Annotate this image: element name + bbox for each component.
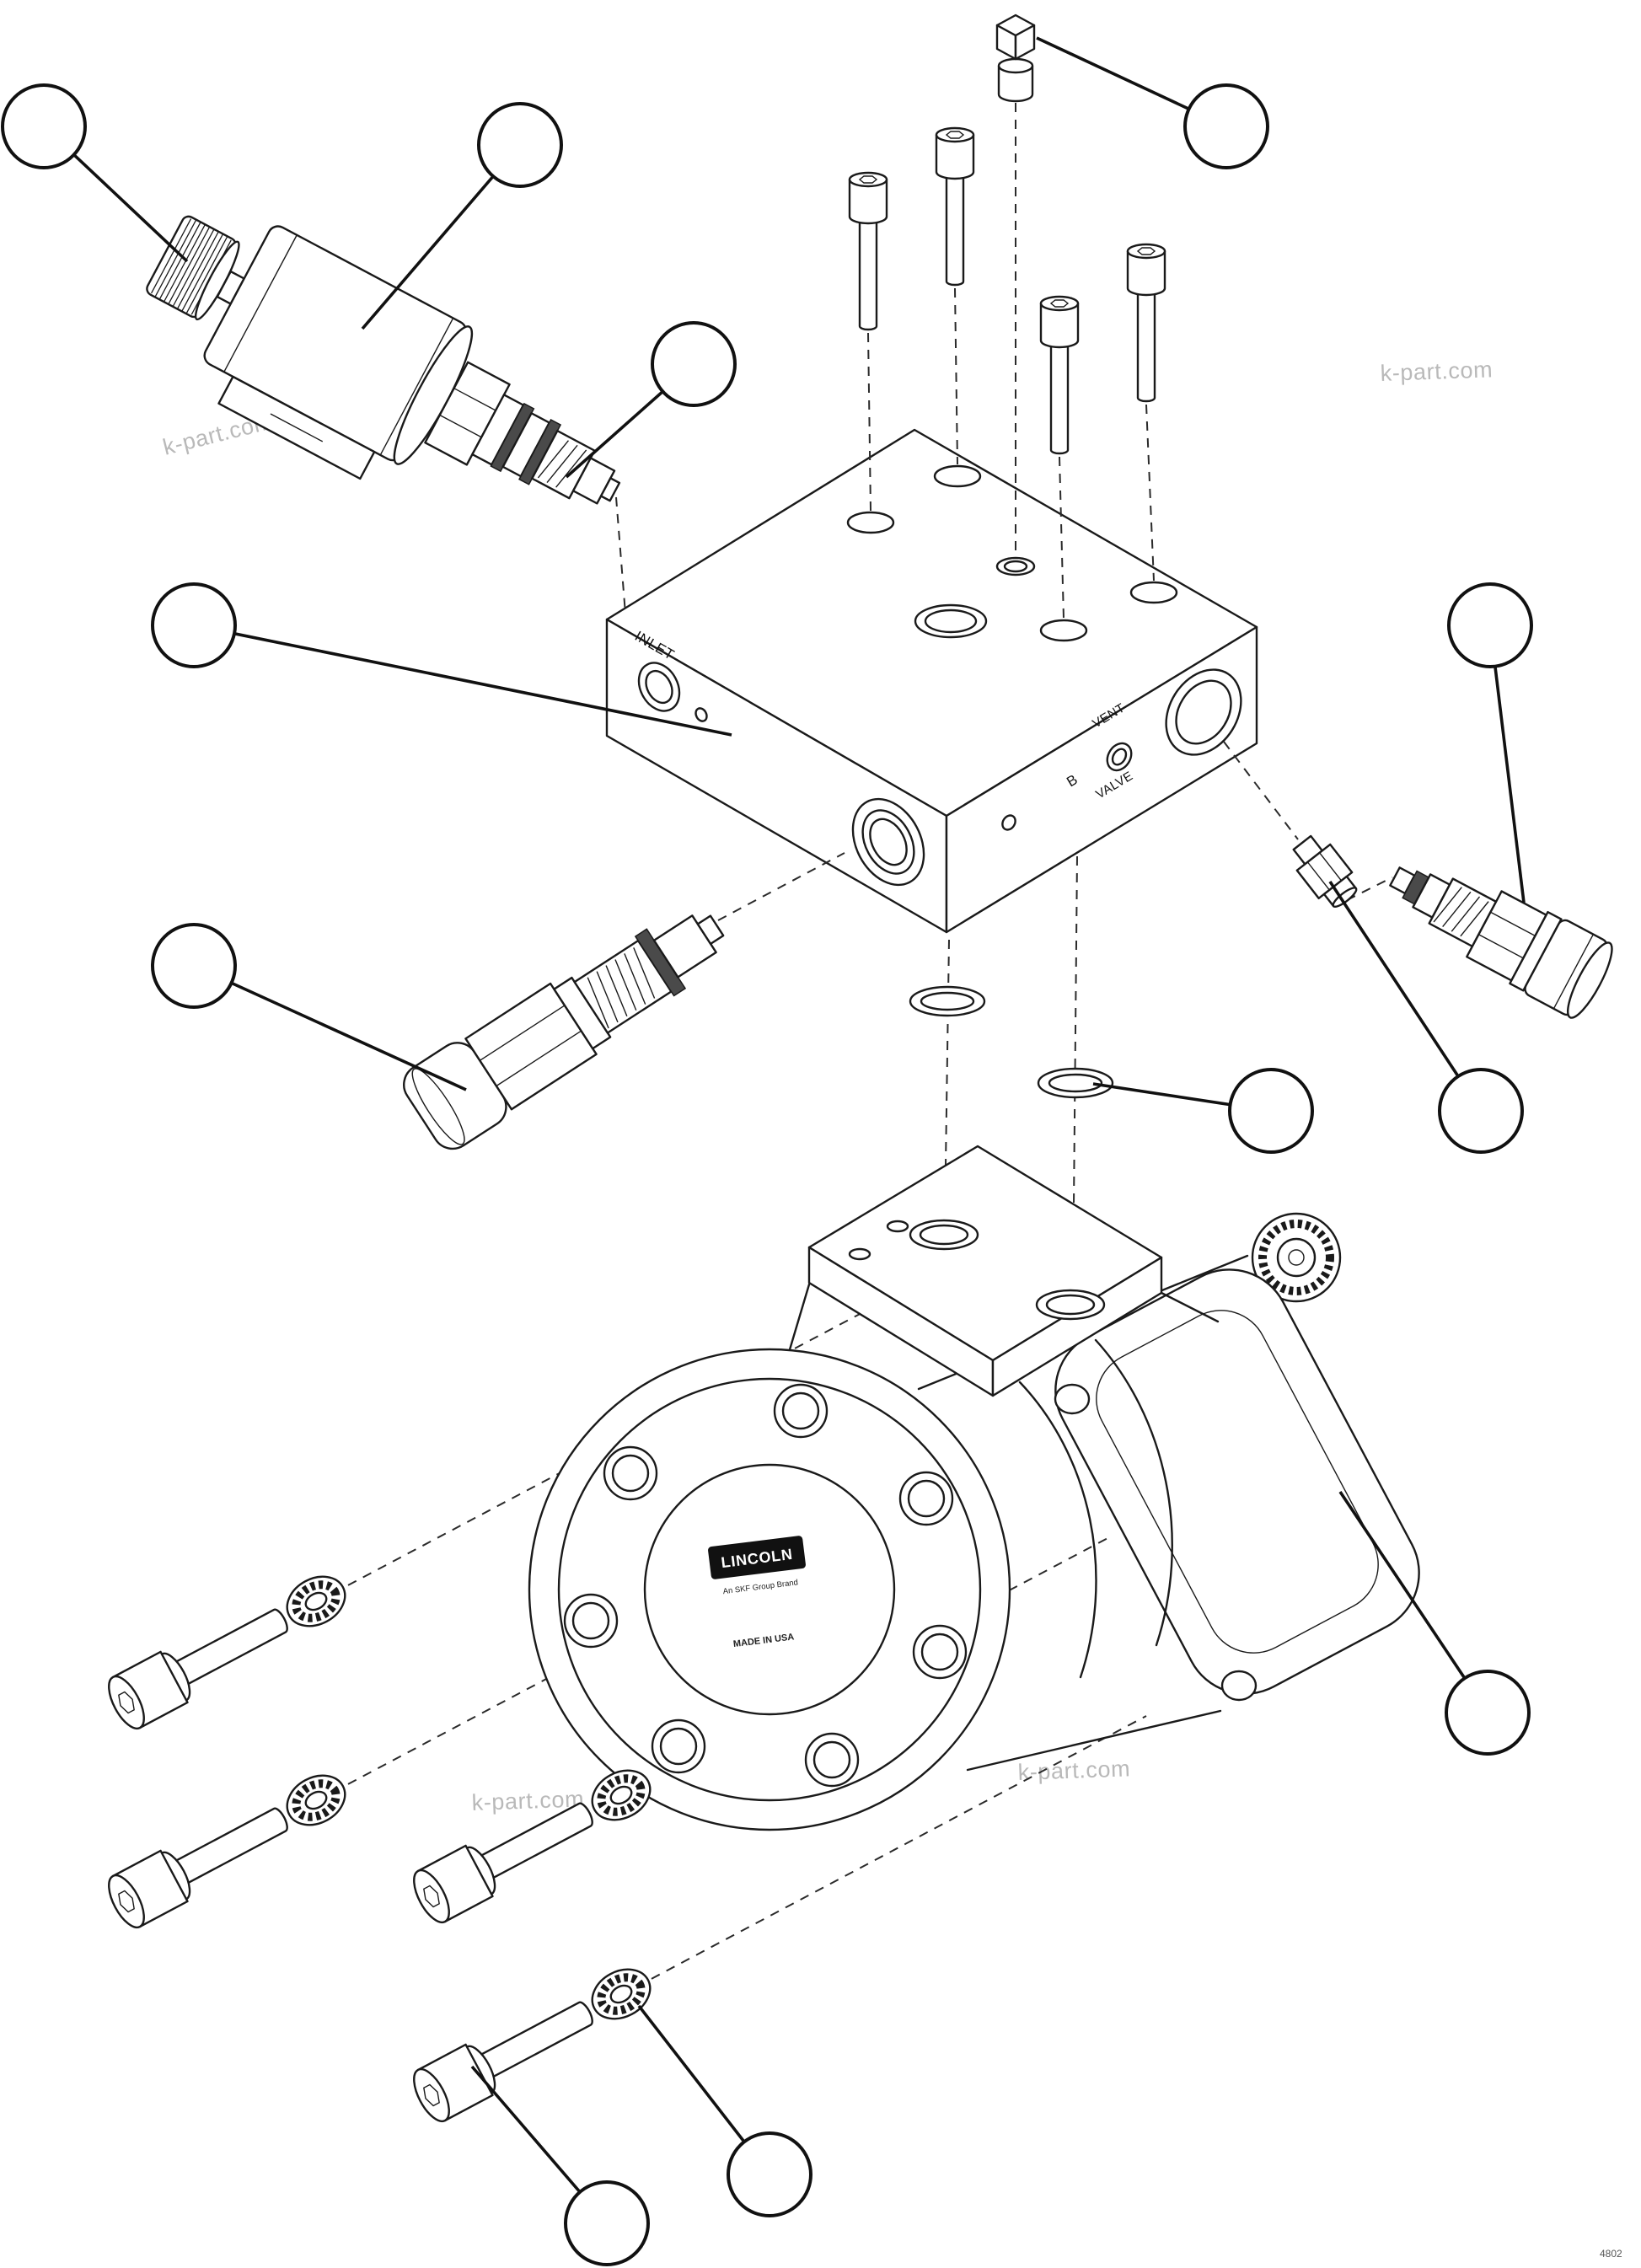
manifold-block: INLET B VENT VALVE [605, 428, 1258, 934]
top-port [914, 603, 988, 639]
callout-lock-washer[interactable] [727, 2131, 812, 2217]
callout-knob[interactable] [1, 83, 87, 169]
flange-hole-1 [1054, 1383, 1091, 1415]
solenoid-valve [146, 215, 621, 505]
cartridge-valve-cap [1524, 919, 1613, 1019]
plate-bolt-hole-1 [848, 1247, 871, 1261]
small-hole-right-face [1001, 814, 1016, 831]
callout-manifold-block[interactable] [151, 582, 237, 668]
solenoid-cartridge [471, 394, 621, 505]
front-cartridge-port [851, 797, 925, 887]
motor-top-plate [786, 1145, 1220, 1397]
vent-port-right-face [1106, 742, 1133, 772]
motor-port-2 [1035, 1289, 1106, 1321]
solenoid-coil [203, 225, 474, 480]
callout-motor-screw[interactable] [564, 2180, 650, 2266]
callout-solenoid-cartridge[interactable] [651, 321, 737, 407]
right-cartridge-port [1165, 668, 1242, 756]
top-screw-3 [1039, 295, 1080, 455]
cartridge-valve [1389, 866, 1613, 1019]
solenoid-knob [146, 215, 240, 321]
face-bolt-holes [563, 1383, 968, 1788]
callout-balloons [1, 83, 1533, 2266]
callout-cartridge-valve[interactable] [1447, 582, 1533, 668]
hex-fitting-body [1295, 843, 1354, 900]
lock-washer-2 [279, 1766, 354, 1834]
callout-solenoid-coil[interactable] [477, 102, 563, 188]
motor-screw-1 [100, 1592, 299, 1735]
callout-relief-valve[interactable] [151, 923, 237, 1009]
vent-cap [995, 13, 1036, 103]
watermark-bottom-center: k-part.com [1017, 1756, 1130, 1785]
hex-fitting [1292, 834, 1358, 909]
hydraulic-motor: LINCOLN An SKF Group Brand MADE IN USA [528, 1145, 1420, 1831]
plate-bolt-hole-2 [886, 1220, 909, 1233]
flange-hole-2 [1220, 1670, 1258, 1702]
callout-vent-cap[interactable] [1183, 83, 1269, 169]
vent-hole [995, 556, 1036, 576]
screw-hole-top-1 [846, 511, 895, 534]
relief-valve-cartridge [403, 914, 725, 1150]
inlet-port [637, 662, 708, 722]
motor-port-1 [909, 1219, 979, 1251]
o-ring-1 [909, 985, 986, 1017]
callout-motor[interactable] [1445, 1670, 1531, 1756]
screw-hole-top-4 [1129, 581, 1178, 604]
top-screw-4 [1126, 243, 1166, 403]
splined-shaft [1251, 1212, 1342, 1303]
mounting-flange [1054, 1268, 1420, 1702]
top-screw-1 [848, 171, 888, 331]
callout-hex-fitting[interactable] [1438, 1068, 1524, 1154]
watermark-top-right: k-part.com [1380, 357, 1493, 386]
o-ring-2 [1037, 1067, 1114, 1099]
motor-front-face: LINCOLN An SKF Group Brand MADE IN USA [528, 1348, 1011, 1831]
screw-hole-top-3 [1039, 619, 1088, 642]
lock-washer-1 [279, 1567, 354, 1635]
doc-number: 4802 [1600, 2248, 1622, 2260]
cartridge-valve-threads [1428, 877, 1498, 948]
top-screw-2 [935, 126, 975, 287]
motor-screw-2 [100, 1791, 299, 1934]
screw-hole-top-2 [933, 464, 982, 488]
callout-o-ring[interactable] [1228, 1068, 1314, 1154]
